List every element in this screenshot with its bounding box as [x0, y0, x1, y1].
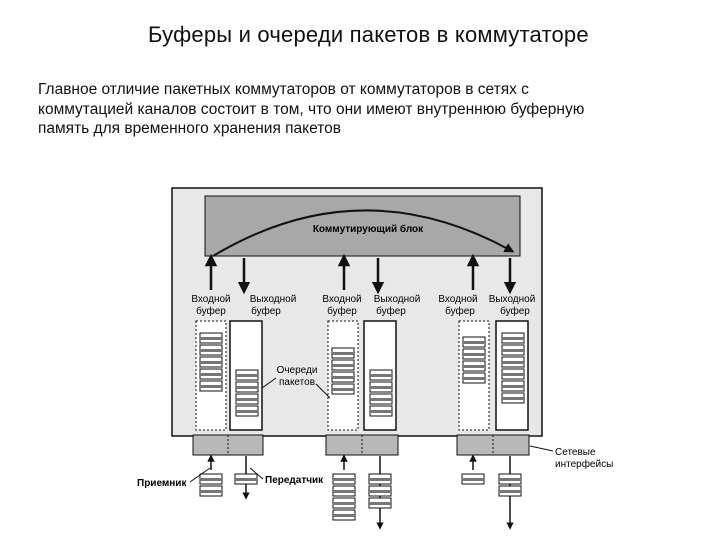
packet-header	[200, 349, 222, 352]
packet-header	[502, 385, 524, 388]
packet-header	[502, 397, 524, 400]
queues-pointer	[261, 377, 277, 389]
slide-description: Главное отличие пакетных коммутаторов от…	[38, 80, 698, 139]
switching-block-label: Коммутирующий блок	[313, 223, 424, 235]
packet-header	[502, 373, 524, 376]
packet-header	[502, 361, 524, 364]
packet-header	[332, 388, 354, 391]
packet-header	[333, 514, 355, 517]
packet-stack	[461, 473, 485, 485]
input-buffer-label: буфер	[445, 305, 475, 317]
receiver-label: Приемник	[137, 478, 187, 489]
packet-header	[463, 365, 485, 368]
packet-stack	[498, 473, 522, 497]
transmitter-pointer	[249, 467, 264, 480]
packet-header	[332, 352, 354, 355]
output-buffer-label: Выходной	[489, 294, 536, 305]
interfaces-label: Сетевые	[555, 447, 596, 458]
packet-header	[499, 490, 521, 493]
input-buffer-label: Входной	[191, 294, 230, 305]
packet-header	[235, 478, 257, 481]
packet-header	[236, 386, 258, 389]
packet-header	[369, 478, 391, 481]
packet-header	[463, 377, 485, 380]
packet-header	[333, 502, 355, 505]
queues-label: пакетов	[279, 377, 315, 388]
packet-header	[200, 337, 222, 340]
switching-block	[204, 195, 521, 257]
packet-header	[332, 364, 354, 367]
switching-arc	[212, 209, 515, 257]
packet-header	[463, 353, 485, 356]
packet-header	[499, 478, 521, 481]
slide-title: Буферы и очереди пакетов в коммутаторе	[148, 22, 589, 47]
packet-header	[200, 361, 222, 364]
input-buffer-label: буфер	[196, 305, 226, 317]
packet-header	[236, 374, 258, 377]
port-3: Входной буфер Выходной буфер	[438, 253, 536, 431]
port-2: Входной буфер Выходной буфер	[322, 253, 421, 431]
packet-stack	[234, 473, 258, 485]
packet-stack	[331, 347, 355, 395]
packet-header	[333, 490, 355, 493]
packet-header	[463, 341, 485, 344]
output-buffer-label: буфер	[376, 305, 406, 317]
packet-header	[200, 490, 222, 493]
description-line-3: память для временного хранения пакетов	[38, 120, 342, 137]
input-buffer-label: буфер	[327, 305, 357, 317]
packet-header	[369, 490, 391, 493]
receiver-pointer	[189, 467, 211, 483]
input-buffer-label: Входной	[438, 294, 477, 305]
packet-stack	[501, 332, 525, 404]
queues-pointer	[315, 383, 331, 399]
packet-stack	[199, 473, 223, 497]
interfaces-label: интерфейсы	[555, 458, 613, 470]
output-buffer-label: буфер	[251, 305, 281, 317]
packet-header	[370, 410, 392, 413]
interfaces-pointer	[529, 445, 554, 452]
packet-header	[333, 478, 355, 481]
network-interfaces	[192, 434, 530, 456]
packet-header	[370, 398, 392, 401]
packet-stack	[462, 336, 486, 384]
packet-header	[502, 349, 524, 352]
packet-header	[502, 337, 524, 340]
packet-header	[236, 410, 258, 413]
packet-header	[370, 374, 392, 377]
packet-header	[200, 373, 222, 376]
packet-stack	[199, 332, 223, 392]
packet-header	[370, 386, 392, 389]
queues-label: Очереди	[277, 365, 318, 376]
description-line-1: Главное отличие пакетных коммутаторов от…	[38, 81, 529, 98]
packet-header	[200, 478, 222, 481]
output-buffer-label: буфер	[500, 305, 530, 317]
packet-header	[369, 502, 391, 505]
output-buffer-label: Выходной	[374, 294, 421, 305]
port-1: Входной буфер Выходной буфер	[191, 253, 297, 431]
packet-stack	[332, 473, 356, 521]
packet-header	[332, 376, 354, 379]
packet-stack	[235, 369, 259, 417]
packet-stack	[369, 369, 393, 417]
transmitter-label: Передатчик	[265, 475, 324, 486]
packet-stack	[368, 473, 392, 509]
packet-header	[200, 385, 222, 388]
input-buffer-label: Входной	[322, 294, 361, 305]
output-buffer-label: Выходной	[250, 294, 297, 305]
packet-header	[462, 478, 484, 481]
packet-header	[236, 398, 258, 401]
description-line-2: коммутацией каналов состоит в том, что о…	[38, 100, 585, 118]
